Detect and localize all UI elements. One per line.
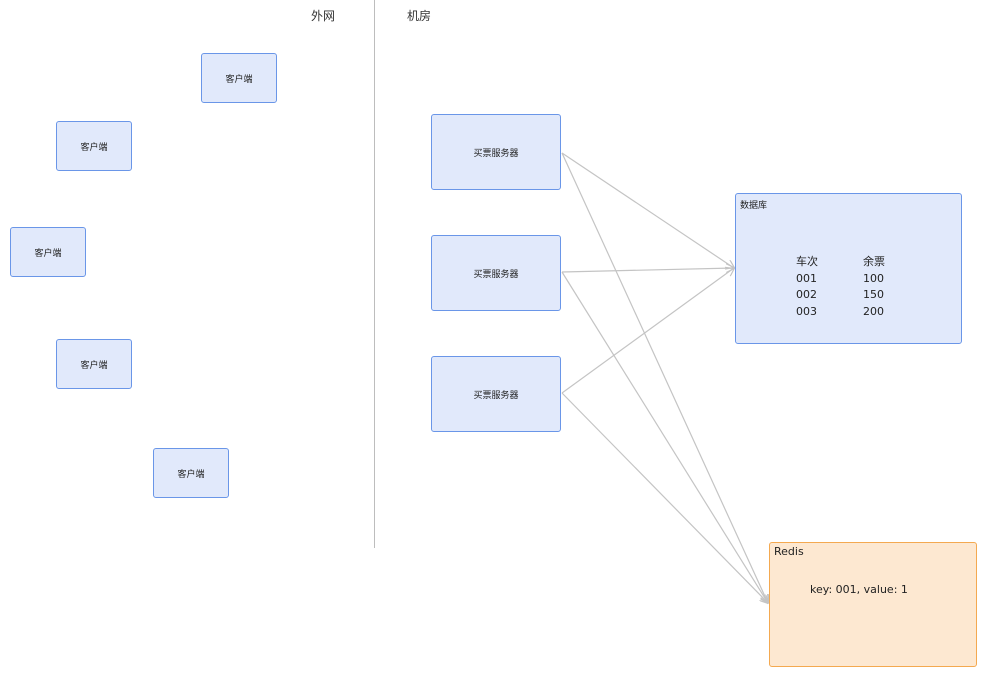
client-label: 客户端 — [34, 248, 62, 259]
arrow-server3-to-db — [561, 268, 734, 394]
client-label: 客户端 — [177, 469, 205, 480]
client-label: 客户端 — [225, 74, 253, 85]
client-node: 客户端 — [56, 339, 132, 389]
arrow-server2-to-redis — [561, 271, 768, 603]
table-cell: 003 — [796, 304, 817, 318]
ticket-server-node: 买票服务器 — [431, 235, 561, 311]
server-label: 买票服务器 — [473, 148, 519, 159]
ticket-server-node: 买票服务器 — [431, 114, 561, 190]
table-row: 001 100 — [796, 271, 885, 288]
client-node: 客户端 — [153, 448, 229, 498]
redis-content: key: 001, value: 1 — [810, 583, 908, 596]
table-cell: 001 — [796, 271, 817, 285]
redis-title: Redis — [774, 545, 804, 558]
server-label: 买票服务器 — [473, 269, 519, 280]
database-title: 数据库 — [740, 201, 768, 211]
arrow-server1-to-db — [561, 152, 734, 268]
client-node: 客户端 — [56, 121, 132, 171]
arrow-server3-to-redis — [561, 392, 768, 603]
column-header: 车次 — [796, 255, 818, 268]
zone-divider — [374, 0, 375, 548]
table-cell: 002 — [796, 288, 817, 301]
client-label: 客户端 — [80, 142, 108, 153]
zone-label-external: 外网 — [311, 9, 336, 23]
client-node: 客户端 — [201, 53, 277, 103]
table-cell: 100 — [863, 271, 884, 285]
ticket-server-node: 买票服务器 — [431, 356, 561, 432]
client-node: 客户端 — [10, 227, 86, 277]
table-cell: 150 — [863, 288, 884, 301]
client-label: 客户端 — [80, 360, 108, 371]
database-node: 数据库 车次 余票 001 100 002 150 003 200 — [735, 193, 962, 344]
database-table: 车次 余票 001 100 002 150 003 200 — [796, 254, 885, 320]
table-row: 003 200 — [796, 304, 885, 321]
zone-label-datacenter: 机房 — [407, 9, 432, 23]
table-row: 002 150 — [796, 287, 885, 304]
table-cell: 200 — [863, 304, 884, 318]
arrow-server1-to-redis — [561, 152, 768, 603]
redis-node: Redis key: 001, value: 1 — [769, 542, 977, 667]
server-label: 买票服务器 — [473, 390, 519, 401]
column-header: 余票 — [863, 255, 885, 268]
database-header-row: 车次 余票 — [796, 254, 885, 271]
arrow-server2-to-db — [561, 268, 734, 272]
